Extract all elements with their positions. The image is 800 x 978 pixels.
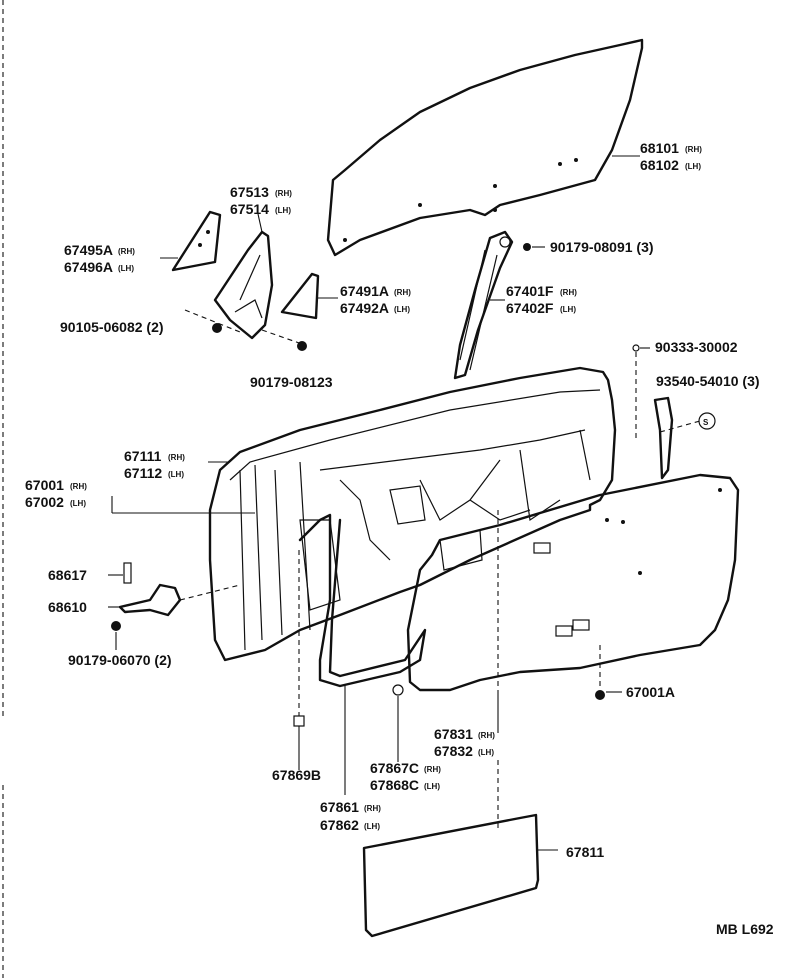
svg-text:67867C: 67867C: [370, 760, 419, 776]
label-67513: 67513 (RH) 67514 (LH): [230, 184, 292, 217]
svg-text:67832: 67832: [434, 743, 473, 759]
label-90179-08091: 90179-08091 (3): [550, 239, 654, 255]
svg-text:67868C: 67868C: [370, 777, 419, 793]
svg-text:(LH): (LH): [394, 305, 410, 314]
svg-text:68101: 68101: [640, 140, 679, 156]
quarter-glass-67495a: [171, 210, 222, 272]
svg-text:67513: 67513: [230, 184, 269, 200]
svg-text:(RH): (RH): [685, 145, 702, 154]
svg-text:(LH): (LH): [118, 264, 134, 273]
door-trim-panel: [406, 473, 740, 692]
svg-text:67514: 67514: [230, 201, 269, 217]
trim-panel-switch-hole: [533, 542, 551, 554]
label-90179-08123: 90179-08123: [250, 374, 333, 390]
door-frame: [208, 366, 617, 662]
svg-text:(RH): (RH): [364, 804, 381, 813]
label-67867c: 67867C (RH) 67868C (LH): [370, 760, 441, 793]
label-67495a: 67495A (RH) 67496A (LH): [64, 242, 135, 275]
svg-text:(RH): (RH): [168, 453, 185, 462]
label-67869b: 67869B: [272, 767, 321, 783]
clip-67867c: [392, 684, 404, 696]
svg-text:67001: 67001: [25, 477, 64, 493]
svg-text:(RH): (RH): [560, 288, 577, 297]
label-67861: 67861 (RH) 67862 (LH): [320, 799, 381, 833]
svg-text:67861: 67861: [320, 799, 359, 815]
svg-text:67495A: 67495A: [64, 242, 113, 258]
diagram-code: MB L692: [716, 921, 774, 937]
hinge-pin-68617: [123, 562, 132, 584]
label-68617: 68617: [48, 567, 87, 583]
label-68101: 68101 (RH) 68102 (LH): [640, 140, 702, 173]
label-67001a: 67001A: [626, 684, 675, 700]
svg-text:(LH): (LH): [685, 162, 701, 171]
svg-text:(LH): (LH): [168, 470, 184, 479]
mirror-bracket-67513: [213, 230, 274, 340]
door-trim-channel: [653, 396, 674, 480]
bolt-90105-06082: [212, 323, 222, 333]
label-93540-54010: 93540-54010 (3): [656, 373, 760, 389]
svg-text:(LH): (LH): [70, 499, 86, 508]
svg-text:(LH): (LH): [478, 748, 494, 757]
svg-text:(RH): (RH): [424, 765, 441, 774]
svg-text:67402F: 67402F: [506, 300, 554, 316]
door-weatherstrip: [298, 513, 427, 688]
svg-text:67862: 67862: [320, 817, 359, 833]
svg-text:68102: 68102: [640, 157, 679, 173]
clip-67001a: [595, 690, 605, 700]
label-67111: 67111 (RH) 67112 (LH): [124, 448, 185, 481]
service-hole-cover: [362, 813, 540, 938]
bolt-90179-08091: [523, 243, 531, 251]
svg-text:67491A: 67491A: [340, 283, 389, 299]
svg-text:67401F: 67401F: [506, 283, 554, 299]
clip-67869b: [293, 715, 305, 727]
svg-text:67111: 67111: [124, 448, 162, 464]
label-90179-06070: 90179-06070 (2): [68, 652, 172, 668]
label-67831: 67831 (RH) 67832 (LH): [434, 726, 495, 759]
svg-text:(RH): (RH): [275, 189, 292, 198]
bolt-90179-06070: [111, 621, 121, 631]
svg-text:(LH): (LH): [424, 782, 440, 791]
svg-text:67496A: 67496A: [64, 259, 113, 275]
svg-text:(RH): (RH): [70, 482, 87, 491]
svg-text:67492A: 67492A: [340, 300, 389, 316]
door-glass: [326, 38, 644, 257]
svg-text:(LH): (LH): [560, 305, 576, 314]
label-68610: 68610: [48, 599, 87, 615]
door-check-68610: [118, 583, 182, 617]
svg-text:67112: 67112: [124, 465, 162, 481]
svg-text:67002: 67002: [25, 494, 64, 510]
svg-text:(RH): (RH): [478, 731, 495, 740]
label-67811: 67811: [566, 844, 604, 860]
window-regulator: [453, 230, 514, 380]
svg-text:67831: 67831: [434, 726, 473, 742]
svg-text:(LH): (LH): [364, 822, 380, 831]
svg-text:(RH): (RH): [118, 247, 135, 256]
clip-90333: [632, 344, 640, 352]
svg-text:S: S: [703, 418, 709, 427]
label-67491a: 67491A (RH) 67492A (LH): [340, 283, 411, 316]
svg-text:(RH): (RH): [394, 288, 411, 297]
quarter-glass-67491a: [280, 272, 320, 320]
svg-text:(LH): (LH): [275, 206, 291, 215]
label-67401f: 67401F (RH) 67402F (LH): [506, 283, 577, 316]
label-67001: 67001 (RH) 67002 (LH): [25, 477, 87, 510]
label-90333-30002: 90333-30002: [655, 339, 738, 355]
label-90105-06082: 90105-06082 (2): [60, 319, 164, 335]
